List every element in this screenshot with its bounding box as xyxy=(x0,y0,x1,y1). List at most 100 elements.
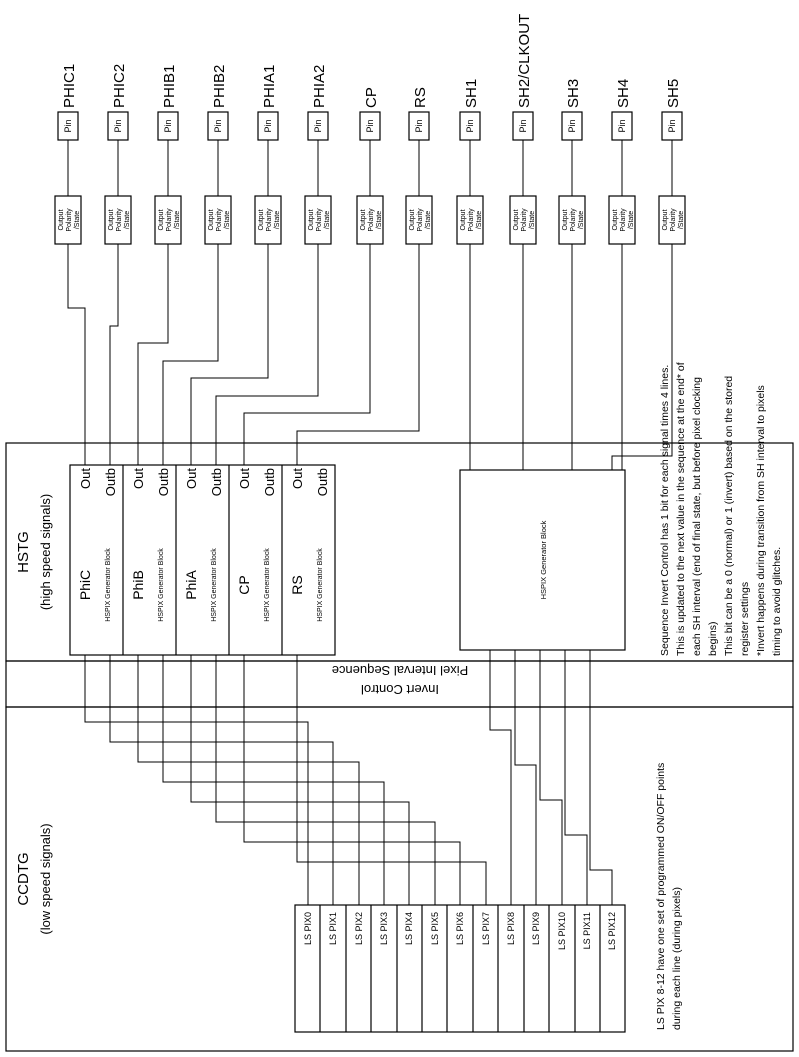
output-polarity-text: Polarity xyxy=(266,208,273,232)
ls-pix-strip xyxy=(294,904,626,1033)
ccdtg-box xyxy=(5,706,794,1052)
signal-labels: PHIC1 PHIC2 PHIB1 PHIB2 PHIA1 PHIA2 CP R… xyxy=(61,14,682,108)
lowspeed-signal-wires xyxy=(84,650,613,905)
note-line: *Invert happens during transition from S… xyxy=(755,385,767,656)
ccdtg-subtitle: (low speed signals) xyxy=(38,823,53,934)
hspix-generator-dividers xyxy=(122,465,283,655)
hstg-title: HSTG xyxy=(15,531,32,573)
pin-label: Pin xyxy=(667,119,677,132)
out-label: Out xyxy=(290,468,305,489)
output-polarity-boxes: Output Polarity /State Output Polarity /… xyxy=(54,195,686,245)
sh-generator-label: HSPIX Generator Block xyxy=(539,520,548,599)
ls-pix-label: LS PIX8 xyxy=(506,912,516,945)
signal-label: SH4 xyxy=(615,79,632,108)
pin-label: Pin xyxy=(63,119,73,132)
ls-pix-label: LS PIX7 xyxy=(481,912,491,945)
invert-band-text: Invert Control xyxy=(361,682,439,697)
note-line: Sequence Invert Control has 1 bit for ea… xyxy=(659,365,671,656)
pin-label: Pin xyxy=(113,119,123,132)
ls-pix-dividers xyxy=(319,905,601,1032)
output-polarity-text: /State xyxy=(678,211,685,229)
ls-pix-label: LS PIX2 xyxy=(354,912,364,945)
output-polarity-text: Output xyxy=(308,209,315,230)
note-line: LS PIX 8-12 have one set of programmed O… xyxy=(655,763,667,1030)
signal-label: PHIB2 xyxy=(211,65,228,108)
signal-label: PHIA2 xyxy=(311,65,328,108)
pin-label: Pin xyxy=(465,119,475,132)
generator-name: PhiC xyxy=(77,570,93,600)
output-polarity-text: Output xyxy=(208,209,215,230)
ls-pix-note: LS PIX 8-12 have one set of programmed O… xyxy=(655,763,683,1030)
output-polarity-text: Polarity xyxy=(521,208,528,232)
output-polarity-text: /State xyxy=(324,211,331,229)
output-polarity-text: Polarity xyxy=(316,208,323,232)
pin-wires xyxy=(67,140,673,196)
output-polarity-text: /State xyxy=(274,211,281,229)
output-polarity-text: /State xyxy=(174,211,181,229)
hstg-subtitle: (high speed signals) xyxy=(38,494,53,610)
highspeed-signal-wires xyxy=(67,244,673,470)
pin-label: Pin xyxy=(163,119,173,132)
generator-name: CP xyxy=(236,575,252,594)
outb-label: Outb xyxy=(156,468,171,496)
generator-desc: HSPIX Generator Block xyxy=(105,548,112,622)
output-polarity-text: Polarity xyxy=(620,208,627,232)
note-line: begins) xyxy=(707,622,719,656)
signal-label: SH5 xyxy=(665,79,682,108)
output-polarity-text: /State xyxy=(628,211,635,229)
outb-label: Outb xyxy=(315,468,330,496)
output-polarity-text: Polarity xyxy=(570,208,577,232)
signal-label: PHIC1 xyxy=(61,64,78,108)
hspix-generator-blocks: Out Outb PhiC HSPIX Generator Block Out … xyxy=(77,468,330,622)
generator-desc: HSPIX Generator Block xyxy=(317,548,324,622)
output-polarity-text: Output xyxy=(409,209,416,230)
out-label: Out xyxy=(184,468,199,489)
invert-band-text: Pixel Interval Sequence xyxy=(332,663,469,678)
output-polarity-text: Output xyxy=(612,209,619,230)
ls-pix-label: LS PIX9 xyxy=(531,912,541,945)
output-polarity-text: /State xyxy=(376,211,383,229)
out-label: Out xyxy=(237,468,252,489)
ls-pix-label: LS PIX0 xyxy=(303,912,313,945)
outb-label: Outb xyxy=(209,468,224,496)
pin-label: Pin xyxy=(518,119,528,132)
note-line: register settings xyxy=(739,582,751,656)
ls-pix-label: LS PIX1 xyxy=(328,912,338,945)
pin-label: Pin xyxy=(313,119,323,132)
output-polarity-text: Polarity xyxy=(216,208,223,232)
output-polarity-text: Output xyxy=(58,209,65,230)
ls-pix-label: LS PIX10 xyxy=(557,912,567,950)
output-polarity-text: Polarity xyxy=(368,208,375,232)
ls-pix-label: LS PIX12 xyxy=(607,912,617,950)
signal-label: PHIB1 xyxy=(161,65,178,108)
generator-desc: HSPIX Generator Block xyxy=(158,548,165,622)
output-polarity-text: /State xyxy=(578,211,585,229)
note-line: This is updated to the next value in the… xyxy=(675,362,687,656)
generator-desc: HSPIX Generator Block xyxy=(264,548,271,622)
pin-label: Pin xyxy=(617,119,627,132)
signal-label: PHIA1 xyxy=(261,65,278,108)
outb-label: Outb xyxy=(262,468,277,496)
generator-desc: HSPIX Generator Block xyxy=(211,548,218,622)
generator-name: PhiA xyxy=(183,570,199,600)
ls-pix-labels: LS PIX0 LS PIX1 LS PIX2 LS PIX3 LS PIX4 … xyxy=(303,912,617,950)
hspix-generator-strip xyxy=(69,464,336,656)
ls-pix-label: LS PIX3 xyxy=(379,912,389,945)
output-polarity-text: /State xyxy=(74,211,81,229)
signal-label: SH2/CLKOUT xyxy=(516,14,533,108)
pin-label: Pin xyxy=(365,119,375,132)
ls-pix-label: LS PIX11 xyxy=(582,912,592,949)
output-polarity-text: Output xyxy=(158,209,165,230)
output-polarity-text: Output xyxy=(258,209,265,230)
signal-label: SH1 xyxy=(463,79,480,108)
output-polarity-text: /State xyxy=(124,211,131,229)
output-polarity-text: /State xyxy=(529,211,536,229)
generator-name: PhiB xyxy=(130,570,146,600)
out-label: Out xyxy=(131,468,146,489)
ls-pix-label: LS PIX5 xyxy=(430,912,440,945)
signal-label: CP xyxy=(363,87,380,108)
signal-label: RS xyxy=(412,87,429,108)
output-polarity-text: Output xyxy=(513,209,520,230)
